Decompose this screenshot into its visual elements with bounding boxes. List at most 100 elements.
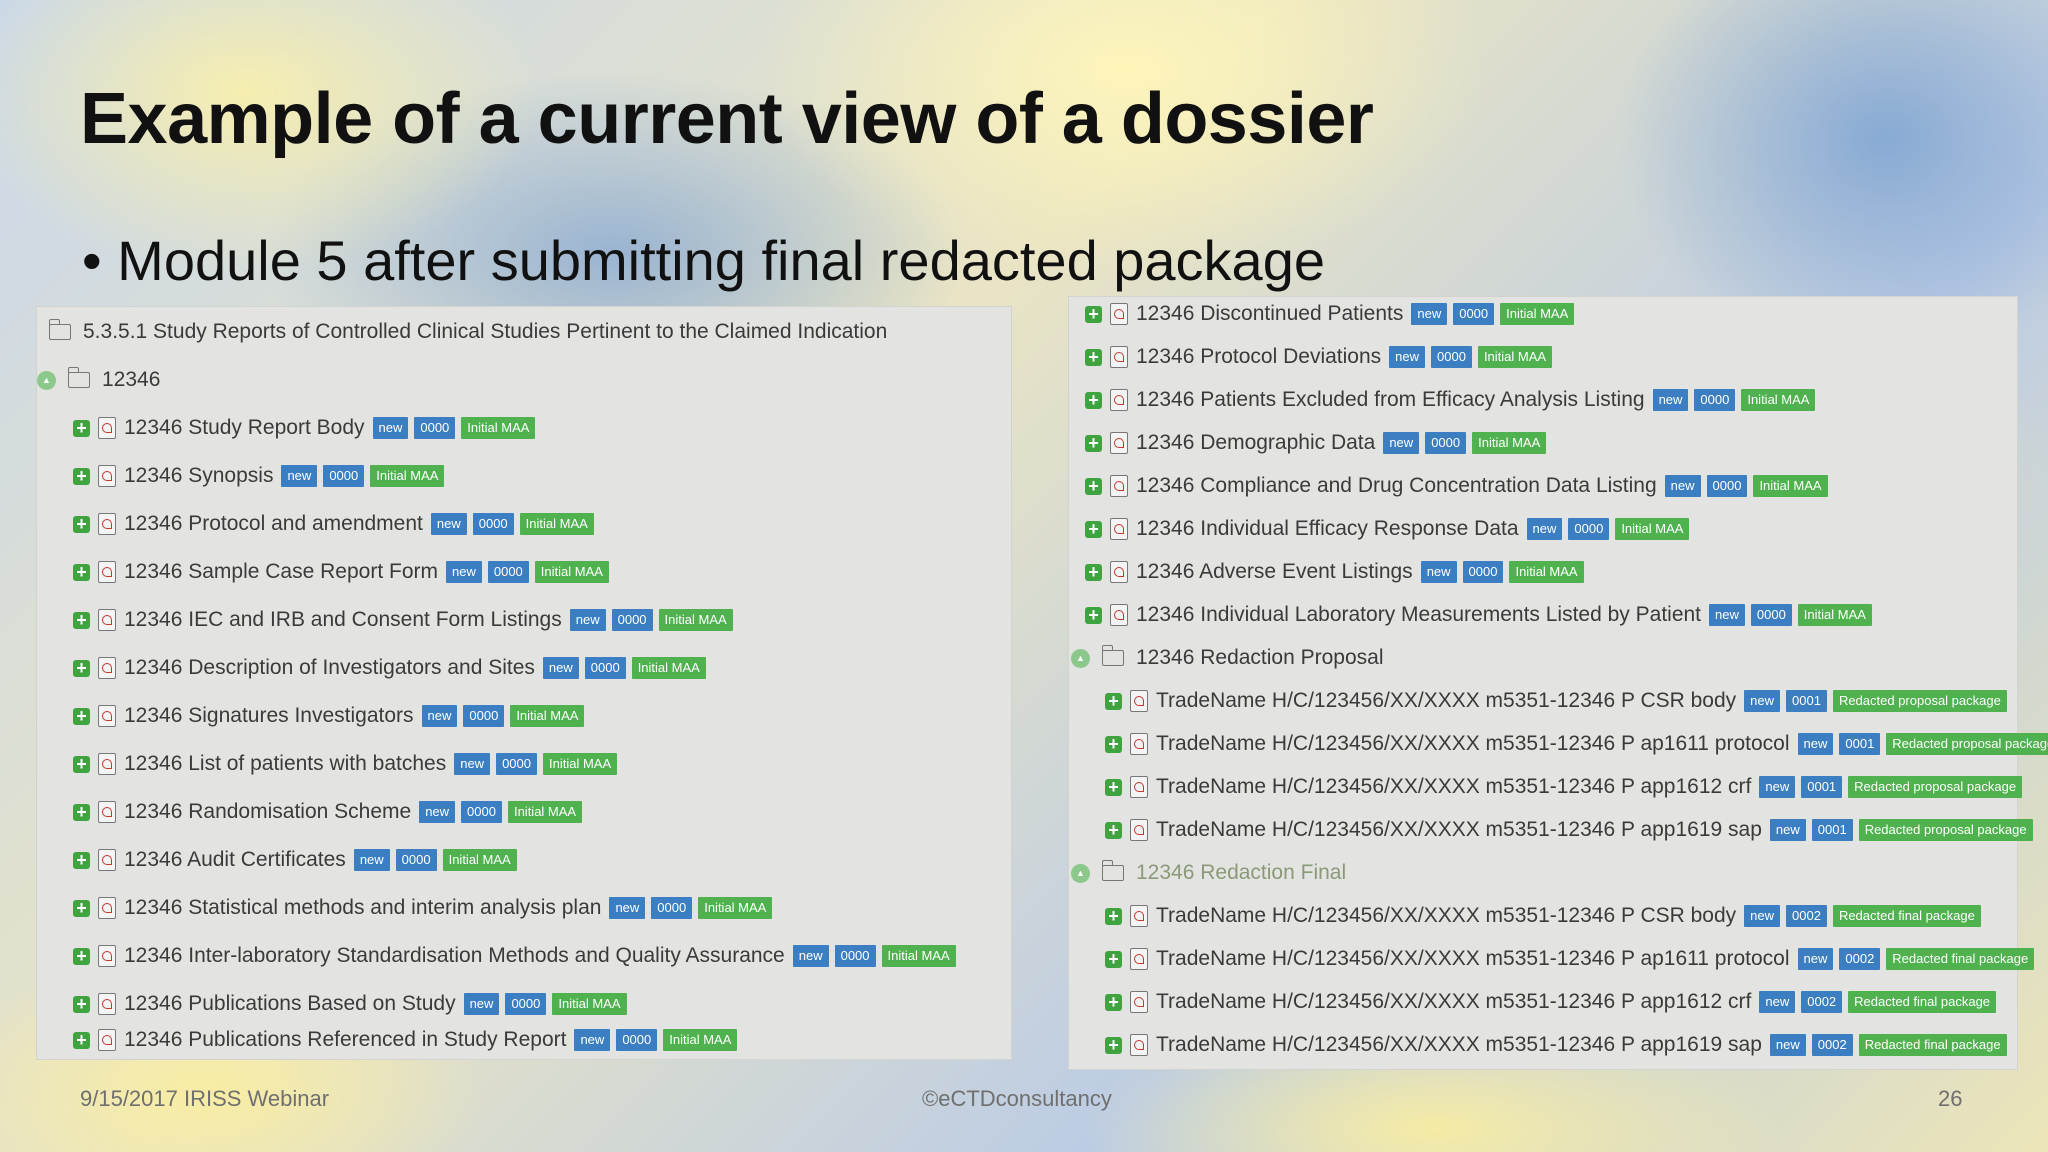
activity-badge: Initial MAA — [442, 849, 517, 871]
document-label: TradeName H/C/123456/XX/XXXX m5351-12346… — [1156, 947, 1790, 970]
pdf-icon — [1130, 776, 1148, 798]
document-row[interactable]: 12346 Protocol and amendment new 0000 In… — [73, 509, 600, 539]
expand-icon[interactable] — [73, 803, 90, 821]
document-row[interactable]: 12346 Adverse Event Listings new 0000 In… — [1085, 557, 1590, 587]
expand-icon[interactable] — [1085, 305, 1102, 323]
expand-icon[interactable] — [1105, 821, 1122, 839]
collapse-icon[interactable] — [1071, 648, 1090, 668]
status-badge: new — [419, 801, 456, 823]
document-row[interactable]: 12346 IEC and IRB and Consent Form Listi… — [73, 605, 739, 635]
expand-icon[interactable] — [1085, 348, 1102, 366]
document-row[interactable]: 12346 Patients Excluded from Efficacy An… — [1085, 385, 1821, 415]
document-row[interactable]: 12346 Demographic Data new 0000 Initial … — [1085, 428, 1552, 458]
document-row[interactable]: 12346 List of patients with batches new … — [73, 749, 623, 779]
expand-icon[interactable] — [1105, 735, 1122, 753]
expand-icon[interactable] — [1105, 907, 1122, 925]
sequence-badge: 0000 — [1453, 303, 1495, 325]
document-label: 12346 Study Report Body — [124, 416, 365, 439]
document-row[interactable]: 12346 Publications Based on Study new 00… — [73, 989, 633, 1019]
document-row[interactable]: TradeName H/C/123456/XX/XXXX m5351-12346… — [1105, 815, 2039, 845]
expand-icon[interactable] — [73, 563, 90, 581]
document-label: 12346 Adverse Event Listings — [1136, 560, 1413, 583]
status-badge: new — [1411, 303, 1448, 325]
document-row[interactable]: TradeName H/C/123456/XX/XXXX m5351-12346… — [1105, 686, 2013, 716]
pdf-icon — [98, 657, 116, 679]
sequence-badge: 0000 — [1431, 346, 1472, 368]
expand-icon[interactable] — [1105, 778, 1122, 796]
document-row[interactable]: 12346 Audit Certificates new 0000 Initia… — [73, 845, 523, 875]
expand-icon[interactable] — [1105, 1036, 1122, 1054]
expand-icon[interactable] — [1085, 563, 1102, 581]
document-row[interactable]: 12346 Protocol Deviations new 0000 Initi… — [1085, 342, 1558, 372]
status-badge: new — [1797, 733, 1834, 755]
document-label: 12346 Publications Referenced in Study R… — [124, 1028, 567, 1051]
document-row[interactable]: TradeName H/C/123456/XX/XXXX m5351-12346… — [1105, 987, 2002, 1017]
collapse-icon[interactable] — [1071, 863, 1090, 883]
document-label: 12346 Sample Case Report Form — [124, 560, 438, 583]
document-row[interactable]: TradeName H/C/123456/XX/XXXX m5351-12346… — [1105, 944, 2040, 974]
collapse-icon[interactable] — [37, 370, 56, 390]
expand-icon[interactable] — [73, 611, 90, 629]
pdf-icon — [1130, 905, 1148, 927]
slide-bullet: • Module 5 after submitting final redact… — [82, 229, 1325, 292]
final-folder-row[interactable]: 12346 Redaction Final — [1071, 858, 1354, 888]
expand-icon[interactable] — [1105, 950, 1122, 968]
expand-icon[interactable] — [73, 707, 90, 725]
expand-icon[interactable] — [73, 899, 90, 917]
expand-icon[interactable] — [73, 1031, 90, 1049]
activity-badge: Initial MAA — [543, 753, 618, 775]
study-folder-row[interactable]: 12346 — [37, 365, 168, 395]
pdf-icon — [98, 897, 116, 919]
document-row[interactable]: 12346 Individual Efficacy Response Data … — [1085, 514, 1695, 544]
expand-icon[interactable] — [1085, 434, 1102, 452]
expand-icon[interactable] — [73, 851, 90, 869]
expand-icon[interactable] — [73, 995, 90, 1013]
document-row[interactable]: TradeName H/C/123456/XX/XXXX m5351-12346… — [1105, 729, 2048, 759]
document-row[interactable]: TradeName H/C/123456/XX/XXXX m5351-12346… — [1105, 1030, 2013, 1060]
document-row[interactable]: 12346 Statistical methods and interim an… — [73, 893, 778, 923]
expand-icon[interactable] — [1085, 606, 1102, 624]
expand-icon[interactable] — [1085, 477, 1102, 495]
expand-icon[interactable] — [73, 467, 90, 485]
expand-icon[interactable] — [73, 419, 90, 437]
status-badge: new — [1769, 1034, 1806, 1056]
document-row[interactable]: 12346 Synopsis new 0000 Initial MAA — [73, 461, 450, 491]
expand-icon[interactable] — [1085, 520, 1102, 538]
pdf-icon — [1130, 948, 1148, 970]
pdf-icon — [1130, 819, 1148, 841]
sequence-badge: 0000 — [651, 897, 693, 919]
expand-icon[interactable] — [73, 947, 90, 965]
section-row[interactable]: 5.3.5.1 Study Reports of Controlled Clin… — [48, 317, 895, 347]
document-row[interactable]: 12346 Publications Referenced in Study R… — [73, 1025, 743, 1055]
document-row[interactable]: 12346 Individual Laboratory Measurements… — [1085, 600, 1878, 630]
document-row[interactable]: 12346 Inter-laboratory Standardisation M… — [73, 941, 962, 971]
sequence-badge: 0000 — [1706, 475, 1748, 497]
document-row[interactable]: 12346 Discontinued Patients new 0000 Ini… — [1085, 299, 1580, 329]
pdf-icon — [98, 609, 116, 631]
document-label: 12346 Discontinued Patients — [1136, 302, 1404, 325]
dossier-tree-right: 12346 Discontinued Patients new 0000 Ini… — [1068, 296, 2048, 1070]
expand-icon[interactable] — [1085, 391, 1102, 409]
activity-badge: Redacted proposal package — [1848, 776, 2023, 798]
document-label: TradeName H/C/123456/XX/XXXX m5351-12346… — [1156, 1033, 1762, 1056]
activity-badge: Initial MAA — [1509, 561, 1584, 583]
expand-icon[interactable] — [73, 659, 90, 677]
expand-icon[interactable] — [73, 755, 90, 773]
document-row[interactable]: 12346 Description of Investigators and S… — [73, 653, 712, 683]
proposal-folder-row[interactable]: 12346 Redaction Proposal — [1071, 643, 1392, 673]
document-row[interactable]: 12346 Randomisation Scheme new 0000 Init… — [73, 797, 588, 827]
expand-icon[interactable] — [73, 515, 90, 533]
sequence-badge: 0000 — [1694, 389, 1736, 411]
pdf-icon — [1110, 475, 1128, 497]
document-row[interactable]: 12346 Compliance and Drug Concentration … — [1085, 471, 1834, 501]
document-row[interactable]: 12346 Study Report Body new 0000 Initial… — [73, 413, 541, 443]
document-row[interactable]: TradeName H/C/123456/XX/XXXX m5351-12346… — [1105, 772, 2028, 802]
expand-icon[interactable] — [1105, 993, 1122, 1011]
expand-icon[interactable] — [1105, 692, 1122, 710]
document-row[interactable]: TradeName H/C/123456/XX/XXXX m5351-12346… — [1105, 901, 1987, 931]
document-row[interactable]: 12346 Sample Case Report Form new 0000 I… — [73, 557, 615, 587]
slide-title: Example of a current view of a dossier — [80, 79, 1374, 159]
pdf-icon — [98, 513, 116, 535]
sequence-badge: 0002 — [1811, 1034, 1853, 1056]
document-row[interactable]: 12346 Signatures Investigators new 0000 … — [73, 701, 590, 731]
